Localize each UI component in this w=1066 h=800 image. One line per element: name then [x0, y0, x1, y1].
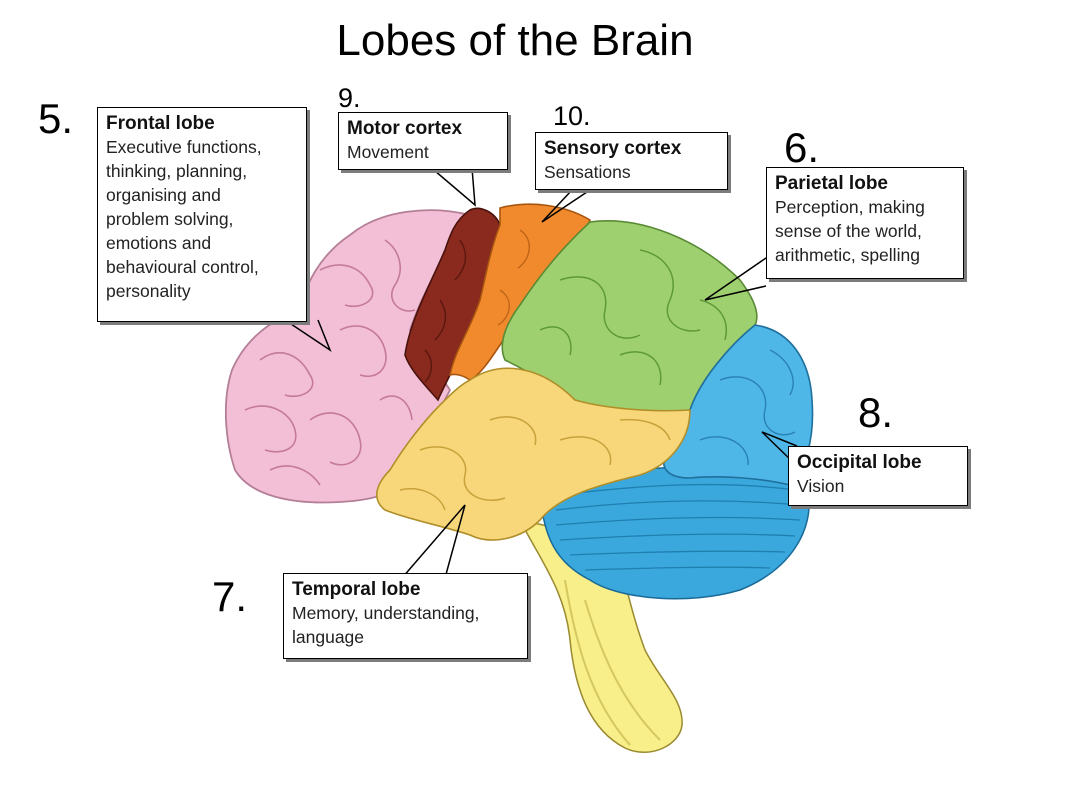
- occipital-lobe-callout: Occipital lobe Vision: [788, 446, 968, 506]
- temporal-lobe: [376, 367, 691, 541]
- temporal-lobe-callout: Temporal lobe Memory, understanding, lan…: [283, 573, 528, 659]
- temporal-lobe-desc: Memory, understanding, language: [292, 603, 480, 647]
- frontal-lobe-desc: Executive functions, thinking, planning,…: [106, 137, 262, 301]
- number-7: 7.: [212, 573, 248, 620]
- sensory-cortex-name: Sensory cortex: [544, 138, 682, 159]
- occipital-lobe-desc: Vision: [797, 476, 845, 496]
- temporal-lobe-name: Temporal lobe: [292, 579, 421, 600]
- number-6: 6.: [784, 124, 820, 171]
- motor-cortex-name: Motor cortex: [347, 118, 463, 139]
- parietal-lobe-callout: Parietal lobe Perception, making sense o…: [766, 167, 964, 279]
- diagram-title: Lobes of the Brain: [336, 16, 694, 65]
- number-5: 5.: [38, 95, 74, 142]
- sensory-cortex: [448, 203, 591, 381]
- number-8: 8.: [858, 389, 894, 436]
- number-10: 10.: [553, 101, 591, 131]
- brainstem: [518, 518, 683, 753]
- motor-cortex-callout: Motor cortex Movement: [338, 112, 508, 170]
- sensory-cortex-desc: Sensations: [544, 162, 631, 182]
- frontal-lobe-callout: Frontal lobe Executive functions, thinki…: [97, 107, 307, 322]
- motor-cortex-desc: Movement: [347, 142, 429, 162]
- parietal-lobe-name: Parietal lobe: [775, 173, 888, 194]
- number-9: 9.: [338, 83, 361, 113]
- occipital-lobe-name: Occipital lobe: [797, 452, 922, 473]
- parietal-lobe-desc: Perception, making sense of the world, a…: [775, 197, 925, 265]
- frontal-lobe-name: Frontal lobe: [106, 113, 215, 134]
- sensory-cortex-callout: Sensory cortex Sensations: [535, 132, 728, 190]
